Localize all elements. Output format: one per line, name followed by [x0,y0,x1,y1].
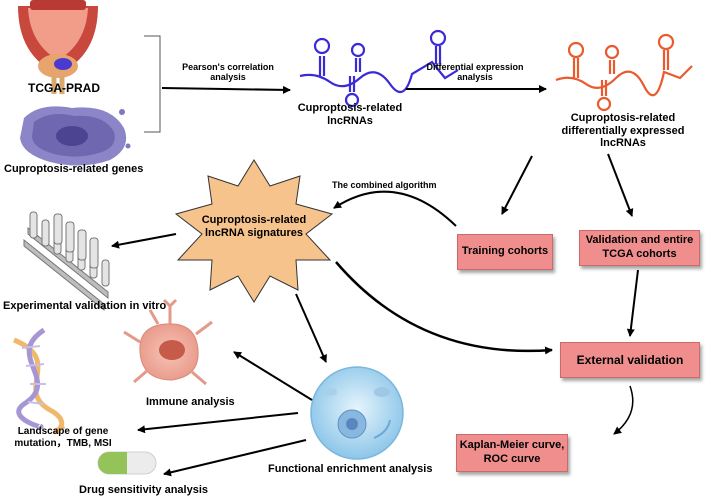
output-drug: Drug sensitivity analysis [79,484,208,496]
node-km-roc: Kaplan-Meier curve, ROC curve [456,434,568,472]
node-lncrnas: Cuproptosis-related lncRNAs [297,102,403,127]
node-training-cohorts: Training cohorts [457,234,553,270]
genes-label: Cuproptosis-related genes [4,163,144,175]
lncrna-icon [555,33,693,112]
capsule-icon [97,451,157,475]
cell-icon [20,106,131,166]
flow-arrows [111,85,639,477]
test-tube-rack-icon [23,211,110,312]
output-immune: Immune analysis [146,396,235,408]
output-functional: Functional enrichment analysis [268,463,433,475]
node-de-lncrnas: Cuproptosis-related differentially expre… [561,112,685,150]
output-experimental: Experimental validation in vitro [3,300,167,312]
edge-label-combined: The combined algorithm [332,180,437,190]
dna-icon [13,327,66,435]
input-bracket [144,35,161,133]
immune-cell-icon [123,298,213,386]
node-validation-cohorts: Validation and entire TCGA cohorts [579,230,700,266]
node-signature: Cuproptosis-related lncRNA signatures [201,214,307,239]
edge-label-pearson: Pearson's correlation analysis [182,62,274,83]
signature-star [174,159,334,303]
lncrna-icon [299,29,459,108]
node-external-validation: External validation [560,342,700,378]
output-landscape: Landscape of gene mutation，TMB, MSI [14,426,112,449]
cell-organelle-icon [310,366,404,460]
tcga-label: TCGA-PRAD [28,81,100,95]
prostate-icon [18,0,98,94]
edge-label-differential: Differential expression analysis [426,62,524,83]
